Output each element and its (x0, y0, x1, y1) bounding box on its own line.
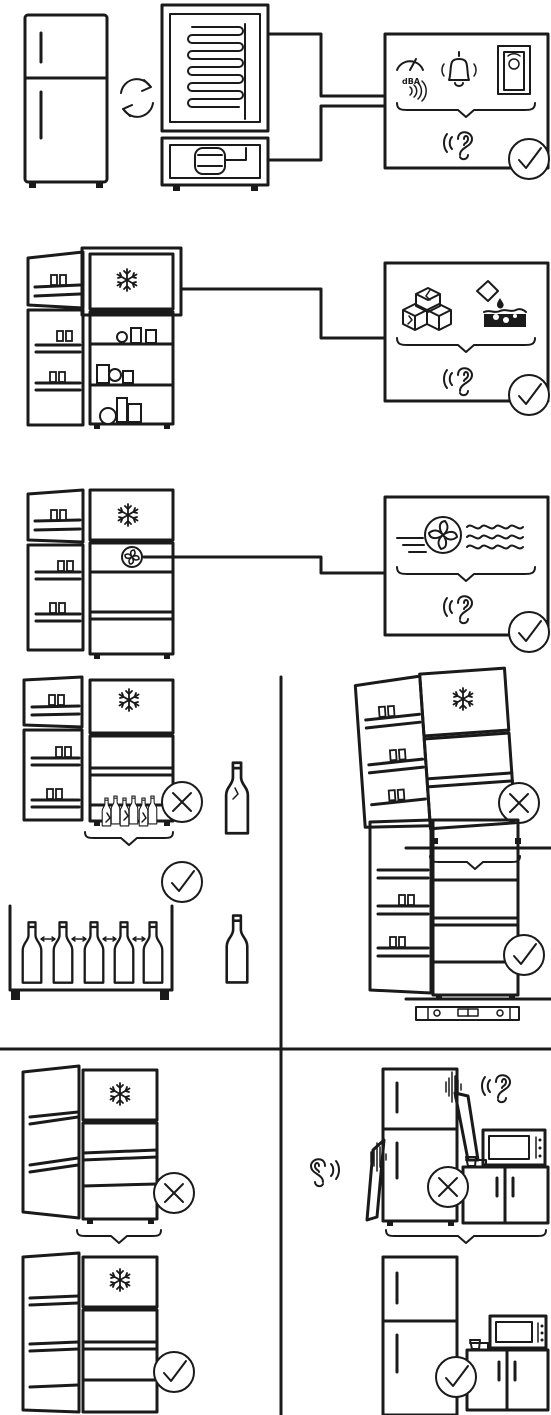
check-icon (503, 934, 545, 976)
refrigerator-with-gap-icon (381, 1255, 459, 1415)
snowflake-icon (117, 503, 139, 527)
ice-cubes-icon (402, 287, 452, 331)
bracket (84, 831, 174, 846)
panel-wall-clearance (310, 1067, 550, 1415)
panel-freezer-ice-sounds (26, 246, 550, 429)
microwave-icon (481, 1128, 547, 1167)
cross-icon (153, 1172, 195, 1214)
microwave-icon (488, 1314, 548, 1350)
kitchen-cabinet-icon (465, 1339, 550, 1412)
ear-icon (443, 131, 473, 161)
sound-info-box: dBA (383, 32, 550, 180)
refrigerator-icon (23, 13, 109, 188)
refrigerator-against-wall-icon (365, 1067, 480, 1226)
cross-icon (161, 781, 203, 823)
air-waves-icon (466, 524, 524, 550)
open-refrigerator-icon (26, 250, 175, 429)
panel-normal-operating-sounds: dBA (23, 3, 550, 191)
aligned-door-icon (21, 1251, 159, 1414)
refrigerator-open-icon (26, 488, 175, 659)
water-drip-icon (476, 280, 527, 327)
ear-icon (443, 367, 473, 397)
kitchen-cabinet-icon (461, 1156, 550, 1225)
bottle-icon (225, 914, 249, 984)
fan-icon (396, 516, 462, 554)
bracket (396, 102, 536, 118)
connector-line (179, 287, 387, 340)
panel-fan-airflow-sounds (26, 488, 550, 659)
condenser-coil-icon (160, 3, 270, 133)
ice-sound-info-box (383, 261, 550, 416)
cross-icon (427, 1166, 469, 1208)
sound-meter-icon: dBA (396, 58, 427, 102)
snowflake-icon (118, 688, 140, 712)
bottles-spaced-icon (8, 904, 174, 1000)
bottles-touching-icon (101, 795, 158, 827)
cross-icon (498, 782, 540, 824)
check-icon (153, 1351, 195, 1393)
bottle-icon (224, 761, 250, 835)
tilted-refrigerator-icon (353, 666, 517, 831)
sound-level-label: dBA (402, 77, 421, 86)
panel-leveling (353, 666, 551, 1021)
compressor-icon (160, 136, 270, 191)
check-icon (161, 861, 203, 903)
check-icon (435, 1356, 477, 1398)
connector-line (142, 555, 387, 575)
snowflake-icon (452, 687, 474, 711)
bell-icon (441, 51, 477, 87)
bracket (396, 337, 536, 353)
check-icon (508, 374, 550, 416)
bracket (385, 1229, 547, 1244)
snowflake-icon (109, 1268, 131, 1292)
check-icon (508, 611, 550, 653)
cycle-arrows-icon (120, 78, 154, 118)
bracket (429, 855, 521, 870)
bracket (396, 566, 536, 582)
door-sensor-icon (497, 45, 531, 95)
misaligned-door-icon (21, 1064, 159, 1224)
connector-line (266, 32, 387, 162)
vibration-sound-icon (310, 1071, 511, 1188)
snowflake-icon (109, 1082, 131, 1106)
bracket (76, 1229, 162, 1244)
freezer-highlight-box (80, 246, 183, 317)
airflow-sound-info-box (383, 495, 550, 653)
spirit-level-icon (415, 1006, 520, 1021)
ear-icon (443, 595, 473, 625)
snowflake-icon (116, 268, 138, 292)
panel-bottle-spacing (8, 675, 250, 1000)
fan-icon (121, 546, 143, 568)
check-icon (508, 138, 550, 180)
panel-door-alignment (21, 1064, 195, 1414)
